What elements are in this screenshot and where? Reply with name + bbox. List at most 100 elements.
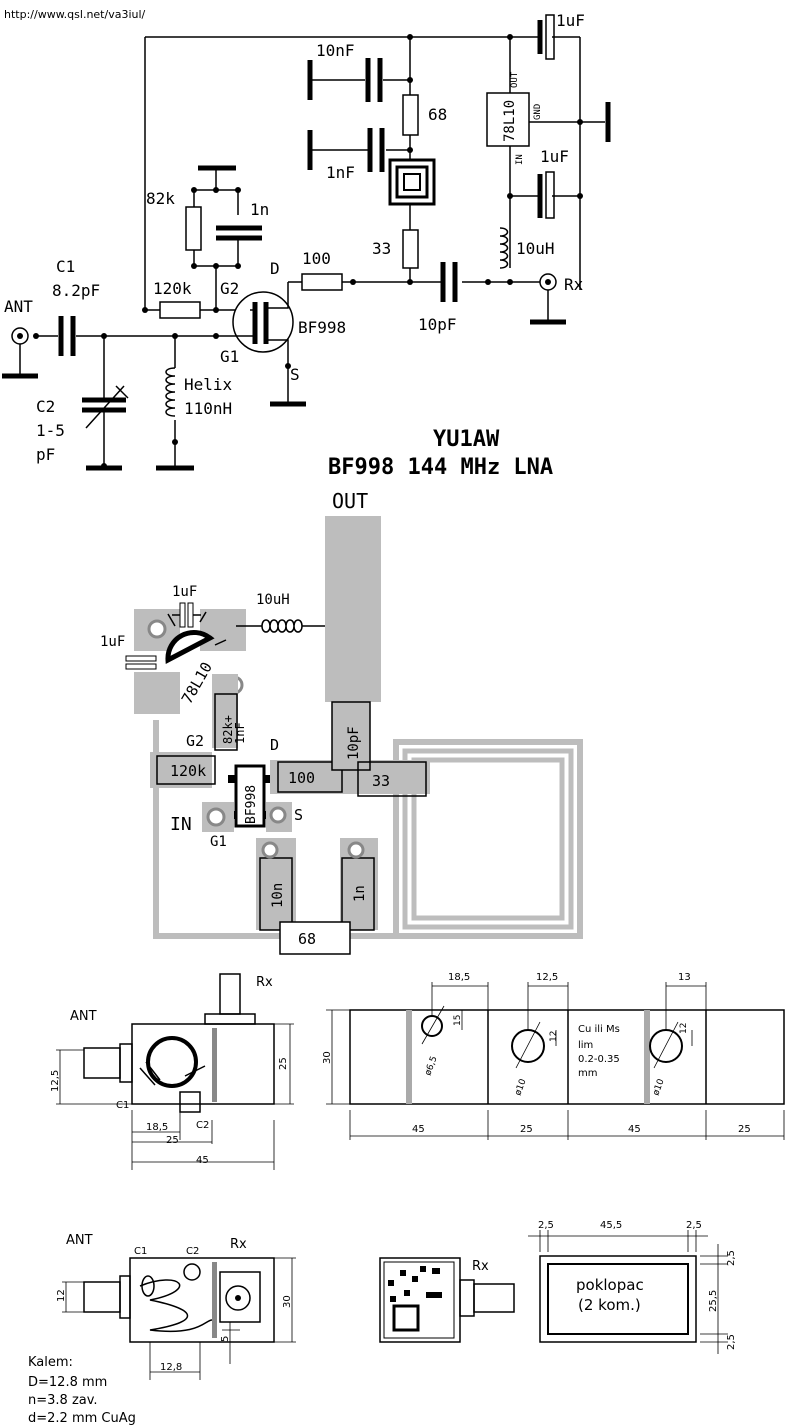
svg-text:lim: lim: [578, 1040, 593, 1051]
svg-text:1-5: 1-5: [36, 421, 65, 440]
svg-text:25: 25: [738, 1124, 751, 1135]
svg-text:ANT: ANT: [70, 1009, 97, 1024]
svg-text:1uF: 1uF: [172, 584, 197, 600]
svg-text:33: 33: [372, 239, 391, 258]
svg-text:12: 12: [56, 1289, 67, 1302]
svg-text:45: 45: [412, 1124, 425, 1135]
svg-text:5: 5: [220, 1336, 231, 1342]
svg-text:12: 12: [679, 1023, 689, 1034]
page-title: BF998 144 MHz LNA: [328, 455, 553, 480]
svg-text:1nF: 1nF: [326, 163, 355, 182]
svg-text:25: 25: [166, 1135, 179, 1146]
regulator-78l10: [486, 92, 530, 147]
author-title: YU1AW: [433, 427, 500, 452]
svg-text:120k: 120k: [153, 279, 192, 298]
svg-text:110nH: 110nH: [184, 399, 232, 418]
svg-text:1uF: 1uF: [540, 147, 569, 166]
svg-text:10pF: 10pF: [418, 315, 457, 334]
svg-text:18,5: 18,5: [146, 1122, 168, 1133]
svg-text:Helix: Helix: [184, 375, 233, 394]
svg-text:12,8: 12,8: [160, 1362, 182, 1373]
svg-text:C1: C1: [56, 257, 75, 276]
svg-text:1uF: 1uF: [556, 11, 585, 30]
svg-text:25: 25: [278, 1057, 289, 1070]
svg-text:45: 45: [196, 1155, 209, 1166]
svg-text:2,5: 2,5: [538, 1220, 554, 1231]
svg-text:10uH: 10uH: [256, 592, 290, 608]
svg-text:G2: G2: [186, 732, 204, 750]
svg-text:12,5: 12,5: [536, 972, 558, 983]
svg-text:30: 30: [282, 1295, 293, 1308]
svg-text:mm: mm: [578, 1068, 597, 1079]
shield-strip: 30 18,5 12,5 13 15 12 12 ø6,5 ø10 ø10 Cu…: [322, 972, 785, 1140]
svg-text:ø6,5: ø6,5: [423, 1055, 439, 1077]
assembled-box: Rx: [379, 1257, 515, 1343]
svg-text:82k: 82k: [146, 189, 175, 208]
svg-text:10n: 10n: [270, 883, 286, 908]
svg-text:ø10: ø10: [513, 1077, 528, 1097]
svg-text:1nF: 1nF: [233, 722, 247, 744]
svg-text:G1: G1: [210, 834, 227, 850]
svg-text:n=3.8 zav.: n=3.8 zav.: [28, 1393, 98, 1408]
svg-text:G2: G2: [220, 279, 239, 298]
svg-text:2,5: 2,5: [686, 1220, 702, 1231]
svg-text:68: 68: [428, 105, 447, 124]
resistor-120k: [159, 301, 201, 319]
svg-text:1n: 1n: [352, 885, 368, 902]
svg-text:Kalem:: Kalem:: [28, 1355, 73, 1370]
svg-text:12: 12: [549, 1031, 559, 1042]
bf998-mosfet: [232, 291, 294, 353]
source-url: http://www.qsl.net/va3iul/: [4, 8, 146, 21]
svg-text:10pF: 10pF: [346, 726, 362, 760]
svg-text:ANT: ANT: [4, 297, 33, 316]
svg-text:BF998: BF998: [244, 785, 259, 824]
svg-text:10uH: 10uH: [516, 239, 555, 258]
svg-text:D=12.8 mm: D=12.8 mm: [28, 1375, 107, 1390]
svg-text:12,5: 12,5: [50, 1070, 61, 1092]
svg-text:C1: C1: [134, 1246, 147, 1257]
svg-text:30: 30: [322, 1051, 333, 1064]
svg-text:C1: C1: [116, 1100, 129, 1111]
svg-text:18,5: 18,5: [448, 972, 470, 983]
svg-text:15: 15: [453, 1015, 463, 1026]
helix-box: ANT Rx C1 C2 12 30 5 12,8 Kalem: D=12.8 …: [28, 1233, 296, 1426]
svg-text:100: 100: [288, 769, 315, 787]
svg-text:C2: C2: [36, 397, 55, 416]
svg-text:8.2pF: 8.2pF: [52, 281, 100, 300]
resistor-33: [402, 229, 419, 269]
svg-text:2,5: 2,5: [726, 1250, 737, 1266]
svg-text:C2: C2: [196, 1120, 209, 1131]
svg-text:d=2.2 mm CuAg: d=2.2 mm CuAg: [28, 1411, 136, 1426]
svg-text:Rx: Rx: [472, 1259, 489, 1274]
svg-text:1uF: 1uF: [100, 634, 125, 650]
svg-text:pF: pF: [36, 445, 55, 464]
svg-text:S: S: [290, 365, 300, 384]
svg-text:120k: 120k: [170, 762, 206, 780]
svg-text:IN: IN: [515, 154, 525, 165]
svg-text:C2: C2: [186, 1246, 199, 1257]
resistor-68: [402, 94, 419, 136]
resistor-100: [301, 273, 343, 291]
svg-text:1n: 1n: [250, 200, 269, 219]
svg-text:2,5: 2,5: [726, 1334, 737, 1350]
svg-text:78L10: 78L10: [178, 659, 216, 707]
svg-text:OUT: OUT: [510, 71, 520, 88]
svg-text:78L10: 78L10: [502, 100, 518, 142]
svg-text:10nF: 10nF: [316, 41, 355, 60]
svg-text:poklopac: poklopac: [576, 1276, 644, 1294]
svg-text:45: 45: [628, 1124, 641, 1135]
svg-text:IN: IN: [170, 814, 192, 835]
svg-text:BF998: BF998: [298, 318, 346, 337]
svg-text:Rx: Rx: [564, 275, 584, 294]
box-drawing: ANT Rx C1 C2 12,5 25 18,5 25 45: [50, 973, 294, 1170]
svg-text:45,5: 45,5: [600, 1220, 622, 1231]
svg-text:68: 68: [298, 930, 316, 948]
svg-text:0.2-0.35: 0.2-0.35: [578, 1054, 620, 1065]
svg-text:Rx: Rx: [256, 975, 273, 990]
svg-text:OUT: OUT: [332, 489, 368, 513]
svg-text:D: D: [270, 736, 279, 754]
svg-text:ø10: ø10: [651, 1077, 666, 1097]
svg-text:ANT: ANT: [66, 1233, 93, 1248]
lid-drawing: poklopac (2 kom.) 2,5 45,5 2,5 2,5 25,5 …: [528, 1220, 737, 1354]
